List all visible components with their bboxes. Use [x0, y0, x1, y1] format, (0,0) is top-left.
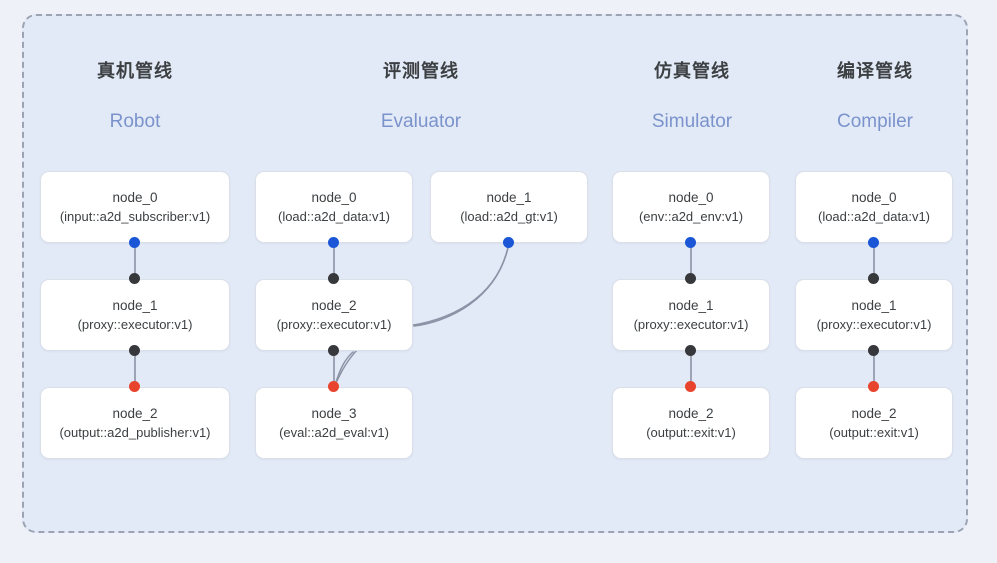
port-output-compiler-0[interactable] — [868, 237, 879, 248]
column-header-simulator: 仿真管线 Simulator — [601, 60, 783, 134]
node-type: (load::a2d_gt:v1) — [460, 209, 558, 224]
port-output-evaluator-1[interactable] — [503, 237, 514, 248]
node-compiler-2[interactable]: node_2 (output::exit:v1) — [795, 387, 953, 459]
node-name: node_0 — [668, 190, 714, 205]
header-spacer — [40, 82, 230, 110]
node-simulator-0[interactable]: node_0 (env::a2d_env:v1) — [612, 171, 770, 243]
column-title-en-compiler: Compiler — [836, 111, 914, 132]
node-robot-2[interactable]: node_2 (output::a2d_publisher:v1) — [40, 387, 230, 459]
port-output-robot-0[interactable] — [129, 237, 140, 248]
port-output-evaluator-0[interactable] — [328, 237, 339, 248]
node-name: node_0 — [112, 190, 158, 205]
header-spacer — [601, 82, 783, 110]
port-input-robot-1[interactable] — [129, 273, 140, 284]
node-name: node_2 — [112, 406, 158, 421]
node-robot-1[interactable]: node_1 (proxy::executor:v1) — [40, 279, 230, 351]
header-spacer — [784, 82, 966, 110]
port-input-compiler-1[interactable] — [868, 273, 879, 284]
node-compiler-0[interactable]: node_0 (load::a2d_data:v1) — [795, 171, 953, 243]
column-title-cn-evaluator: 评测管线 — [383, 61, 459, 81]
port-input-compiler-2[interactable] — [868, 381, 879, 392]
port-output-simulator-1[interactable] — [685, 345, 696, 356]
node-type: (proxy::executor:v1) — [77, 317, 193, 332]
node-name: node_1 — [112, 298, 158, 313]
node-type: (proxy::executor:v1) — [633, 317, 749, 332]
node-type: (eval::a2d_eval:v1) — [279, 425, 389, 440]
column-title-en-evaluator: Evaluator — [380, 111, 462, 132]
port-input-evaluator-3[interactable] — [328, 381, 339, 392]
node-type: (env::a2d_env:v1) — [638, 209, 744, 224]
node-evaluator-0[interactable]: node_0 (load::a2d_data:v1) — [255, 171, 413, 243]
port-output-simulator-0[interactable] — [685, 237, 696, 248]
node-type: (output::a2d_publisher:v1) — [59, 425, 211, 440]
node-name: node_1 — [486, 190, 532, 205]
column-title-en-robot: Robot — [109, 111, 161, 132]
node-robot-0[interactable]: node_0 (input::a2d_subscriber:v1) — [40, 171, 230, 243]
column-title-cn-simulator: 仿真管线 — [654, 61, 730, 81]
column-title-cn-compiler: 编译管线 — [837, 61, 913, 81]
port-input-simulator-2[interactable] — [685, 381, 696, 392]
node-evaluator-2[interactable]: node_2 (proxy::executor:v1) — [255, 279, 413, 351]
column-header-evaluator: 评测管线 Evaluator — [330, 60, 512, 134]
node-name: node_2 — [851, 406, 897, 421]
node-name: node_3 — [311, 406, 357, 421]
node-evaluator-1[interactable]: node_1 (load::a2d_gt:v1) — [430, 171, 588, 243]
node-evaluator-3[interactable]: node_3 (eval::a2d_eval:v1) — [255, 387, 413, 459]
port-output-robot-1[interactable] — [129, 345, 140, 356]
column-title-en-simulator: Simulator — [651, 111, 733, 132]
node-name: node_0 — [311, 190, 357, 205]
port-input-evaluator-2[interactable] — [328, 273, 339, 284]
node-type: (output::exit:v1) — [646, 425, 736, 440]
header-spacer — [330, 82, 512, 110]
column-header-robot: 真机管线 Robot — [40, 60, 230, 134]
node-type: (load::a2d_data:v1) — [277, 209, 391, 224]
node-name: node_2 — [311, 298, 357, 313]
column-title-cn-robot: 真机管线 — [97, 61, 173, 81]
port-output-evaluator-2[interactable] — [328, 345, 339, 356]
node-type: (input::a2d_subscriber:v1) — [59, 209, 211, 224]
node-name: node_0 — [851, 190, 897, 205]
node-name: node_2 — [668, 406, 714, 421]
node-type: (output::exit:v1) — [829, 425, 919, 440]
node-simulator-2[interactable]: node_2 (output::exit:v1) — [612, 387, 770, 459]
node-type: (proxy::executor:v1) — [816, 317, 932, 332]
port-input-robot-2[interactable] — [129, 381, 140, 392]
node-type: (proxy::executor:v1) — [276, 317, 392, 332]
port-output-compiler-1[interactable] — [868, 345, 879, 356]
node-simulator-1[interactable]: node_1 (proxy::executor:v1) — [612, 279, 770, 351]
node-compiler-1[interactable]: node_1 (proxy::executor:v1) — [795, 279, 953, 351]
port-input-simulator-1[interactable] — [685, 273, 696, 284]
column-header-compiler: 编译管线 Compiler — [784, 60, 966, 134]
node-name: node_1 — [668, 298, 714, 313]
node-name: node_1 — [851, 298, 897, 313]
node-type: (load::a2d_data:v1) — [817, 209, 931, 224]
